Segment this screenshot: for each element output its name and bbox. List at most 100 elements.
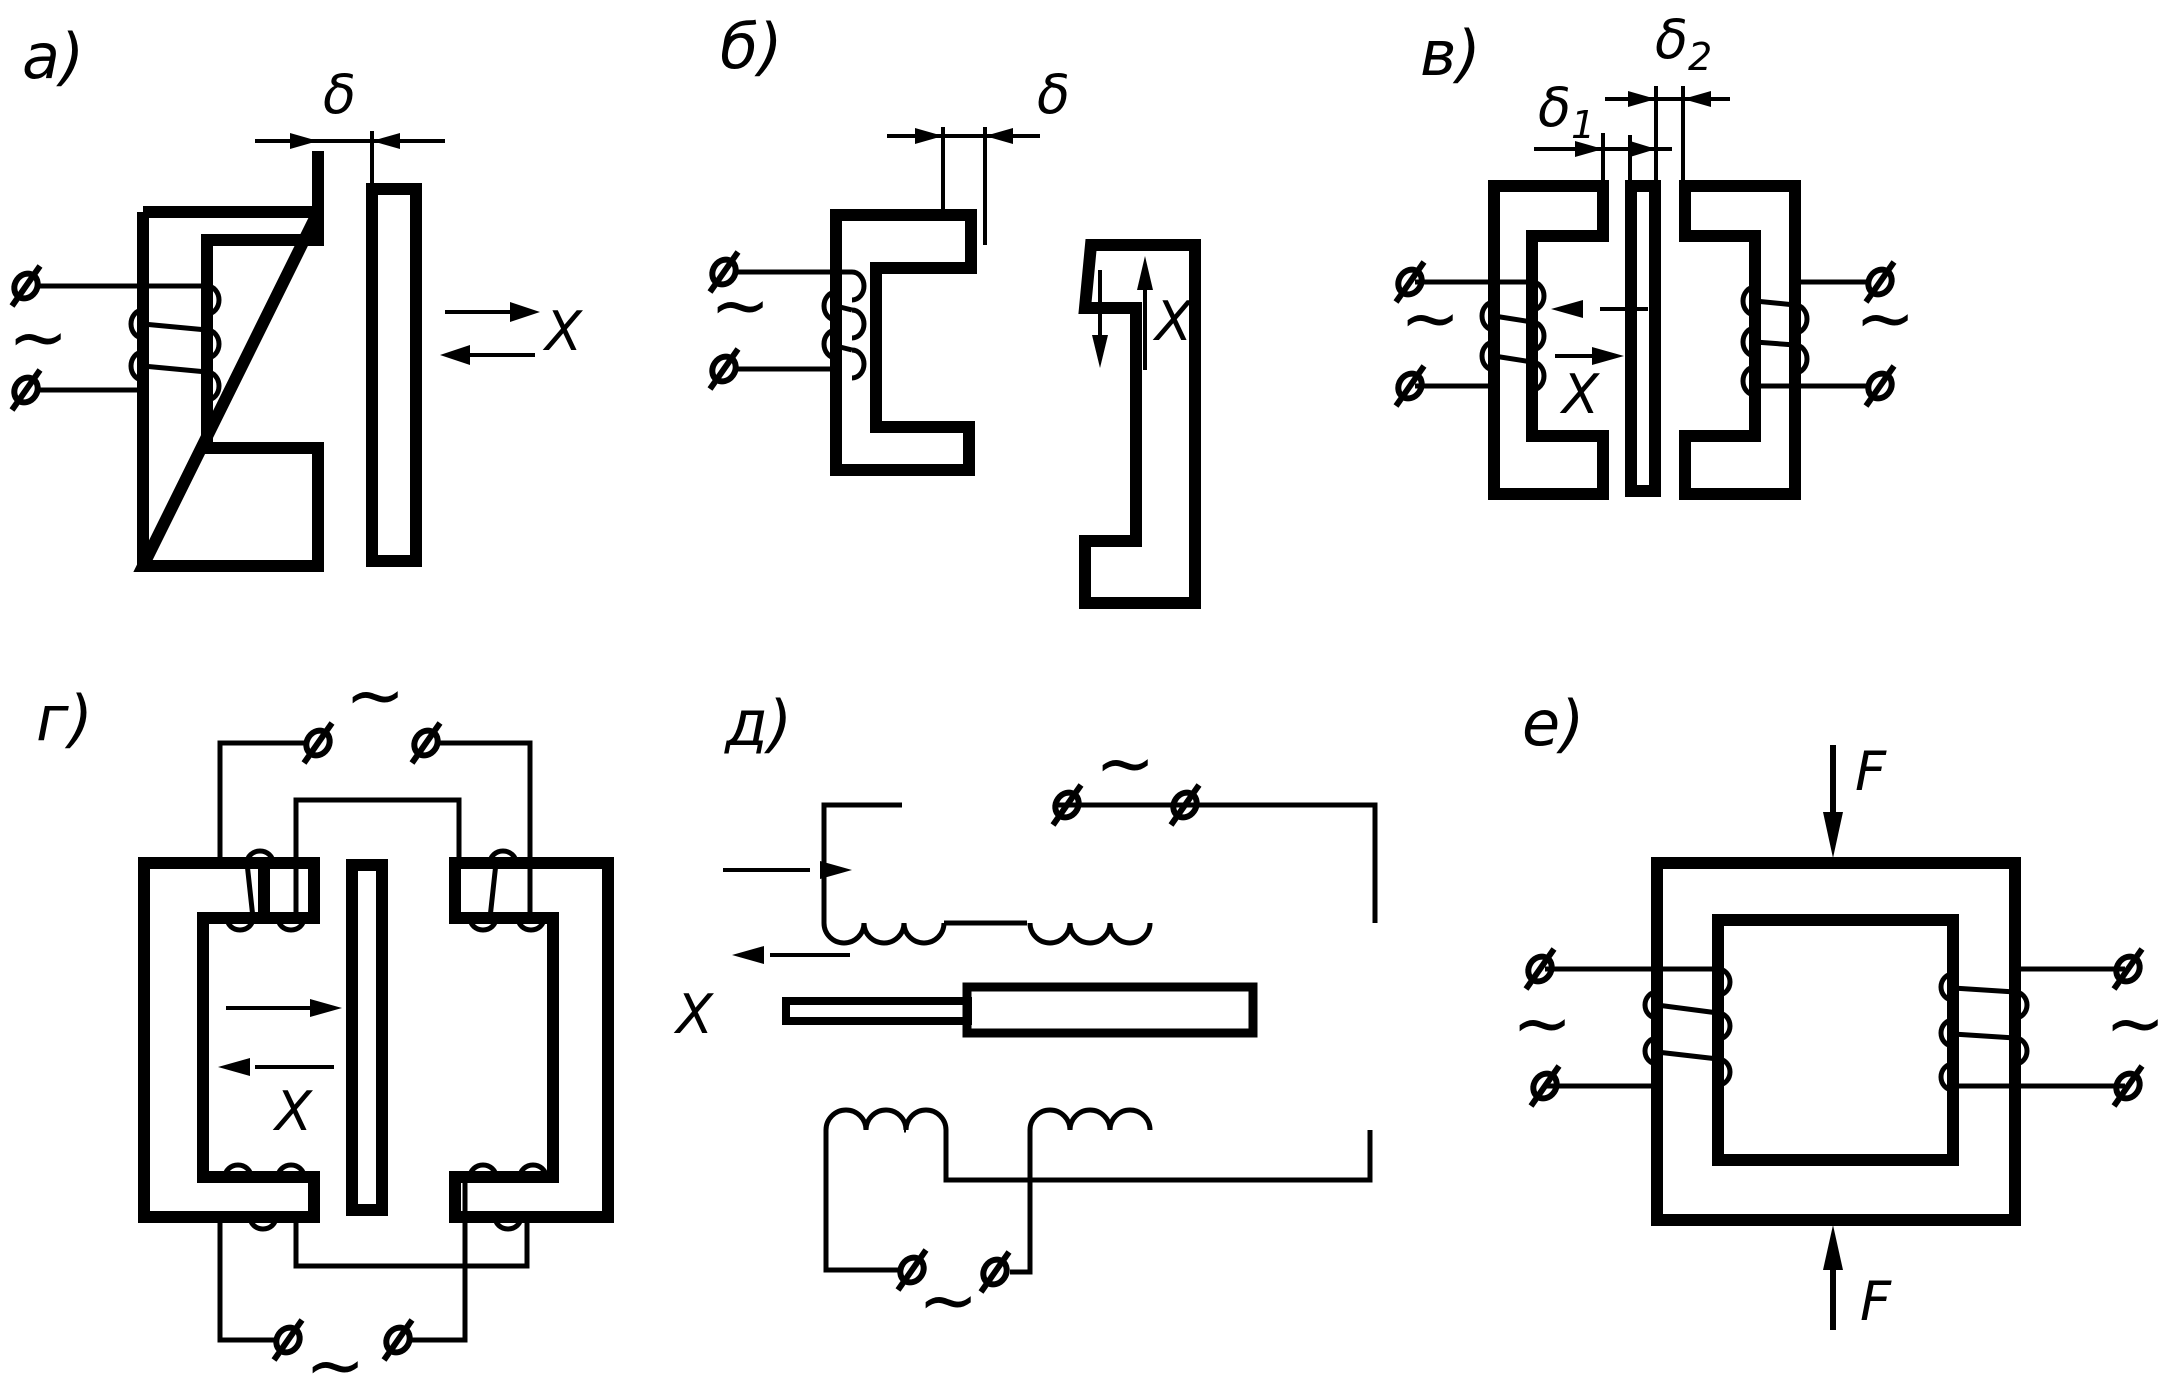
coil — [467, 1162, 549, 1232]
arrow-left-icon — [1551, 300, 1583, 318]
wire — [293, 797, 462, 918]
armature — [1625, 180, 1661, 497]
terminal-icon — [382, 1320, 415, 1360]
arrow-right-icon — [310, 999, 342, 1017]
dim-arrow-left-icon — [985, 128, 1013, 144]
arrow-right-icon — [510, 302, 540, 322]
wire — [1010, 1130, 1033, 1275]
left-e-core — [1488, 180, 1609, 500]
plunger-core — [962, 982, 1258, 1038]
armature — [346, 859, 388, 1216]
gap-label-1: δ1 — [1538, 76, 1595, 147]
ac-supply-icon: ~ — [918, 1258, 978, 1342]
dim-arrow-right-icon — [290, 133, 318, 149]
dim-arrow-icon — [1630, 141, 1656, 157]
ac-supply-icon: ~ — [710, 263, 770, 347]
coil — [224, 848, 307, 933]
coil — [38, 283, 222, 403]
dim-arrow-icon — [1575, 141, 1603, 157]
right-coil — [1938, 966, 2125, 1093]
arrow-right-icon — [1592, 347, 1624, 365]
wire — [293, 1217, 530, 1269]
displacement-label: X — [1559, 363, 1600, 426]
panel-e: е) F F ~ ~ — [1512, 687, 2165, 1333]
dim-arrow-icon — [1683, 91, 1711, 107]
coil — [467, 848, 547, 933]
left-coil — [1415, 279, 1547, 393]
dim-arrow-right-icon — [915, 128, 943, 144]
gap-label-2: δ2 — [1655, 8, 1712, 79]
e-core — [830, 209, 977, 476]
terminal-icon — [410, 723, 443, 763]
terminal-icon — [302, 723, 335, 763]
ac-supply-icon: ~ — [1855, 276, 1915, 360]
gap-label: δ — [323, 63, 356, 126]
wire — [943, 1130, 1373, 1183]
terminal-icon — [979, 1252, 1012, 1292]
inner-window — [1712, 914, 1959, 1166]
ac-supply-icon: ~ — [8, 295, 68, 379]
panel-g: г) ~ ~ X — [36, 653, 614, 1381]
terminal-icon — [1051, 785, 1084, 825]
arrow-up-icon — [1137, 256, 1153, 290]
coil — [222, 1162, 307, 1232]
ac-supply-icon: ~ — [1400, 276, 1460, 360]
panel-g-label: г) — [36, 682, 93, 755]
force-label-top: F — [1855, 740, 1887, 803]
force-arrow-down-icon — [1823, 812, 1843, 858]
wire — [217, 740, 305, 860]
left-coil — [1545, 966, 1733, 1089]
wire — [217, 1217, 275, 1343]
plunger-rod — [782, 997, 972, 1025]
primary-coil-left — [821, 922, 947, 946]
ac-supply-icon: ~ — [305, 1323, 365, 1381]
ac-supply-icon: ~ — [2105, 981, 2165, 1065]
panel-b-label: б) — [720, 10, 782, 83]
panel-d: д) ~ — [673, 687, 1378, 1342]
dim-arrow-left-icon — [372, 133, 400, 149]
displacement-label: X — [1152, 290, 1193, 353]
secondary-coil-left — [823, 1107, 949, 1131]
primary-coil-right — [1027, 922, 1153, 946]
outer-core — [1651, 857, 2021, 1226]
displacement-label: X — [272, 1080, 313, 1143]
armature — [366, 183, 422, 567]
displacement-label: X — [673, 983, 714, 1046]
wire — [1053, 802, 1378, 923]
arrow-left-icon — [732, 946, 764, 964]
coil-wire — [244, 862, 499, 919]
panel-b: б) δ ~ X — [708, 10, 1201, 609]
e-core — [133, 151, 324, 572]
arrow-down-icon — [1092, 335, 1108, 368]
right-e-core — [1679, 180, 1801, 500]
panel-v: в) δ1 δ2 ~ — [1394, 8, 1915, 500]
gap-label: δ — [1037, 63, 1070, 126]
ac-supply-icon: ~ — [1512, 981, 1572, 1065]
arrow-left-icon — [440, 345, 470, 365]
terminal-icon — [1394, 366, 1427, 406]
wire — [438, 740, 533, 918]
ac-supply-icon: ~ — [345, 653, 405, 737]
right-c-core — [449, 857, 614, 1223]
pole-piece — [258, 857, 320, 924]
wire — [823, 1130, 902, 1273]
panel-e-label: е) — [1522, 687, 1584, 760]
terminal-icon — [1169, 785, 1202, 825]
right-coil — [1740, 279, 1870, 398]
wire — [821, 802, 902, 923]
ac-supply-icon: ~ — [1095, 721, 1155, 805]
force-arrow-up-icon — [1823, 1225, 1843, 1270]
terminal-icon — [1529, 1066, 1562, 1106]
displacement-label: X — [542, 300, 583, 363]
terminal-icon — [2112, 1066, 2145, 1106]
arrow-right-icon — [820, 861, 852, 879]
arrow-left-icon — [218, 1058, 250, 1076]
wire — [410, 1177, 468, 1343]
panel-v-label: в) — [1420, 17, 1481, 90]
panel-a: а) δ ~ X — [8, 20, 583, 572]
force-label-bottom: F — [1860, 1270, 1892, 1333]
terminal-icon — [1864, 366, 1897, 406]
coil — [735, 269, 867, 381]
terminal-icon — [708, 349, 741, 389]
